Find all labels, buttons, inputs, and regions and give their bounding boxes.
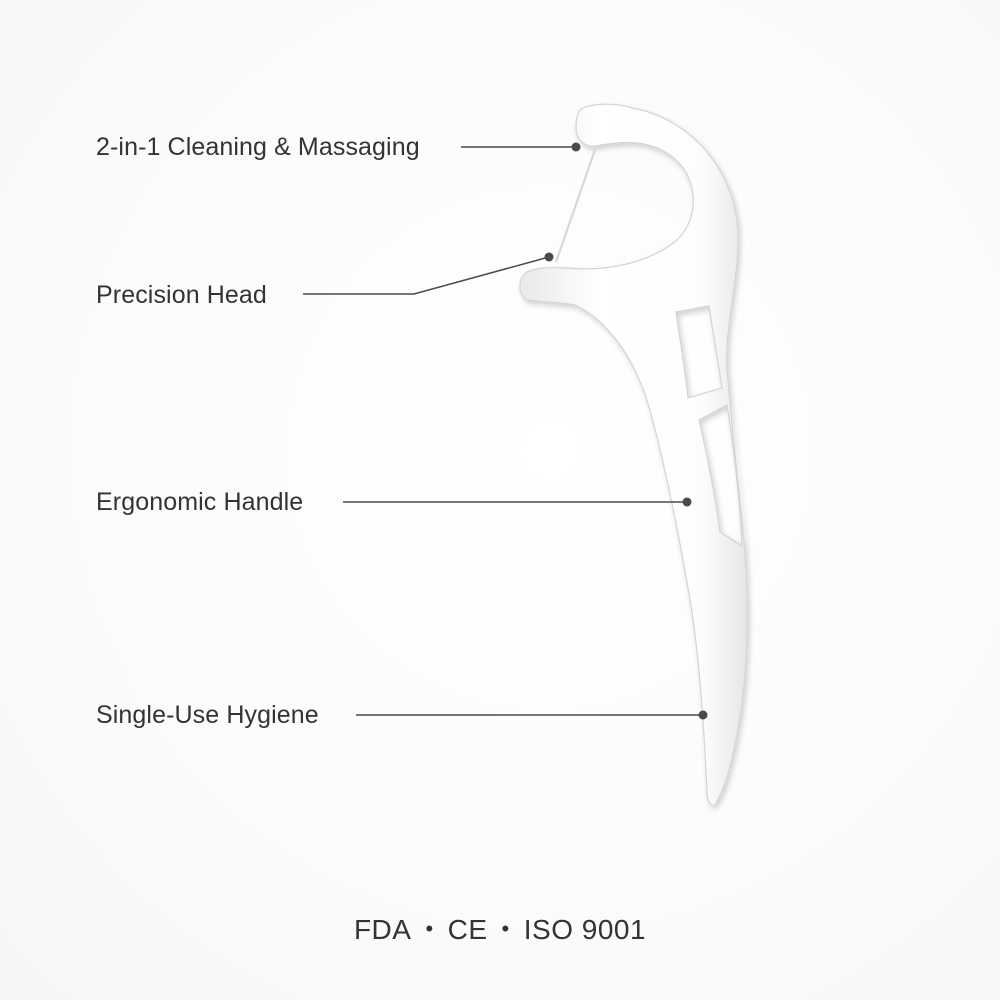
floss-pick-body [519, 103, 748, 806]
certification-fda: FDA [353, 914, 412, 945]
separator-dot: • [501, 916, 510, 941]
leader-dot-ergonomic-handle [682, 497, 692, 507]
callout-leaders [303, 142, 708, 720]
leader-dot-single-use [698, 710, 708, 720]
callout-label-precision-head: Precision Head [96, 281, 267, 309]
callout-label-single-use-hygiene: Single-Use Hygiene [96, 701, 319, 729]
pick-outline [519, 103, 748, 806]
callout-label-cleaning-massaging: 2-in-1 Cleaning & Massaging [96, 133, 420, 161]
callout-label-ergonomic-handle: Ergonomic Handle [96, 488, 304, 516]
leader-line-precision-head [303, 256, 550, 295]
leader-dot-cleaning [571, 142, 581, 152]
separator-dot: • [425, 916, 434, 941]
leader-dot-precision-head [544, 252, 554, 262]
certification-strip: FDA • CE • ISO 9001 [0, 914, 1000, 946]
floss-string [554, 146, 598, 263]
certification-iso: ISO 9001 [523, 914, 647, 945]
certification-ce: CE [447, 914, 488, 945]
